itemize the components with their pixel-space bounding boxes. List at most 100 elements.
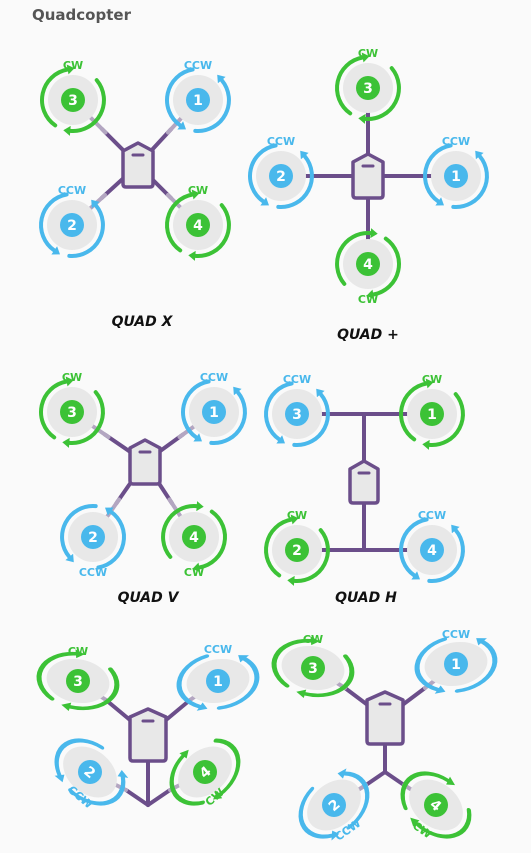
rotation-arrowhead xyxy=(300,150,309,160)
motor-number: 2 xyxy=(276,169,286,185)
caption-quad-x: QUAD X xyxy=(111,314,173,330)
motor-number: 2 xyxy=(67,218,77,234)
rotation-arrowhead xyxy=(475,150,484,160)
motor-hub xyxy=(81,525,105,549)
rotation-arc xyxy=(335,231,373,286)
rotation-direction-label: CCW xyxy=(79,566,107,579)
rotation-arc xyxy=(68,78,106,133)
rotation-arc xyxy=(264,517,294,578)
rotation-arrowhead xyxy=(434,685,446,694)
rotation-arrowhead xyxy=(337,768,347,779)
rotation-arrowhead xyxy=(331,830,340,841)
rotation-arc xyxy=(414,808,472,839)
frame-arm xyxy=(146,788,172,807)
rotation-direction-label: CCW xyxy=(204,643,232,656)
rotation-direction-label: CW xyxy=(68,645,88,658)
rotation-arrowhead xyxy=(192,562,201,573)
rotation-arc xyxy=(169,753,205,806)
rotation-direction-label: CW xyxy=(287,509,307,522)
rotation-arc xyxy=(216,657,260,710)
caption-quad-v: QUAD V xyxy=(117,590,179,606)
rotation-arc xyxy=(67,390,105,445)
rotation-arrowhead xyxy=(91,199,100,209)
motor-hub xyxy=(186,88,210,112)
motor-number: 3 xyxy=(67,405,77,421)
motor-hub xyxy=(356,252,380,276)
rotation-arrowhead xyxy=(358,113,366,124)
rotation-arc xyxy=(371,236,401,297)
rotation-arrowhead xyxy=(451,524,460,534)
rotation-arrowhead xyxy=(196,702,208,711)
motor-hub xyxy=(322,793,346,817)
motor-number: 3 xyxy=(68,93,78,109)
rotation-direction-label: CW xyxy=(188,184,208,197)
rotation-arrowhead xyxy=(476,638,487,646)
rotation-direction-label: CCW xyxy=(58,184,86,197)
rotation-arc xyxy=(302,654,355,698)
rotation-arc xyxy=(451,154,489,209)
rotation-arrowhead xyxy=(63,125,71,136)
rotation-arc xyxy=(39,192,69,253)
rotation-arrowhead xyxy=(65,376,74,387)
rotation-arrowhead xyxy=(105,507,114,516)
motor-number: 4 xyxy=(193,218,203,234)
motor-number: 1 xyxy=(193,93,203,109)
rotation-arc xyxy=(96,509,126,570)
rotation-arrowhead xyxy=(260,197,269,206)
rotation-arrowhead xyxy=(316,388,325,398)
motor-hub xyxy=(202,400,226,424)
rotation-arc xyxy=(193,78,231,133)
rotation-arrowhead xyxy=(117,770,129,778)
rotation-arrowhead xyxy=(422,439,430,450)
frame-arm xyxy=(364,770,387,787)
flight-controller-body xyxy=(348,459,380,505)
rotation-arc xyxy=(454,640,498,693)
rotation-arrowhead xyxy=(287,575,295,586)
rotation-arrowhead xyxy=(411,571,420,580)
rotation-direction-label: CW xyxy=(422,373,442,386)
rotation-arc xyxy=(197,509,227,570)
rotation-arrowhead xyxy=(54,774,65,783)
rotation-direction-label: CCW xyxy=(267,135,295,148)
rotation-arc xyxy=(427,392,465,447)
rotation-arc xyxy=(399,517,429,578)
rotation-arrowhead xyxy=(188,250,196,261)
motor-2 xyxy=(264,514,330,586)
rotation-arc xyxy=(335,55,365,116)
flight-controller-body xyxy=(351,152,385,200)
motor-hub xyxy=(186,213,210,237)
rotation-arc xyxy=(54,738,105,778)
rotation-arrowhead xyxy=(370,228,378,239)
rotation-arc xyxy=(165,67,195,128)
rotation-arrowhead xyxy=(75,649,85,659)
motor-1 xyxy=(165,67,231,133)
motor-hub xyxy=(60,213,84,237)
rotation-arc xyxy=(423,143,453,204)
motor-number: 4 xyxy=(189,530,199,546)
rotation-arrowhead xyxy=(361,52,370,63)
motor-hub xyxy=(444,164,468,188)
rotation-arrowhead xyxy=(51,246,60,255)
flight-controller-body xyxy=(128,707,168,763)
rotation-arc xyxy=(342,771,370,830)
motor-number: 3 xyxy=(73,674,83,690)
rotation-arrowhead xyxy=(290,514,299,525)
motor-number: 1 xyxy=(451,169,461,185)
motor-number: 1 xyxy=(209,405,219,421)
motor-hub xyxy=(60,400,84,424)
rotation-arc xyxy=(399,381,429,442)
rotation-arc xyxy=(264,381,294,442)
rotation-direction-label: CCW xyxy=(200,371,228,384)
rotation-arrowhead xyxy=(276,435,285,444)
rotation-direction-label: CW xyxy=(358,47,378,60)
rotation-arc xyxy=(400,771,451,811)
rotation-direction-label: CW xyxy=(63,59,83,72)
motor-number: 1 xyxy=(451,657,461,673)
motor-hub xyxy=(285,402,309,426)
rotation-arc xyxy=(176,654,210,709)
rotation-arrowhead xyxy=(66,64,75,75)
